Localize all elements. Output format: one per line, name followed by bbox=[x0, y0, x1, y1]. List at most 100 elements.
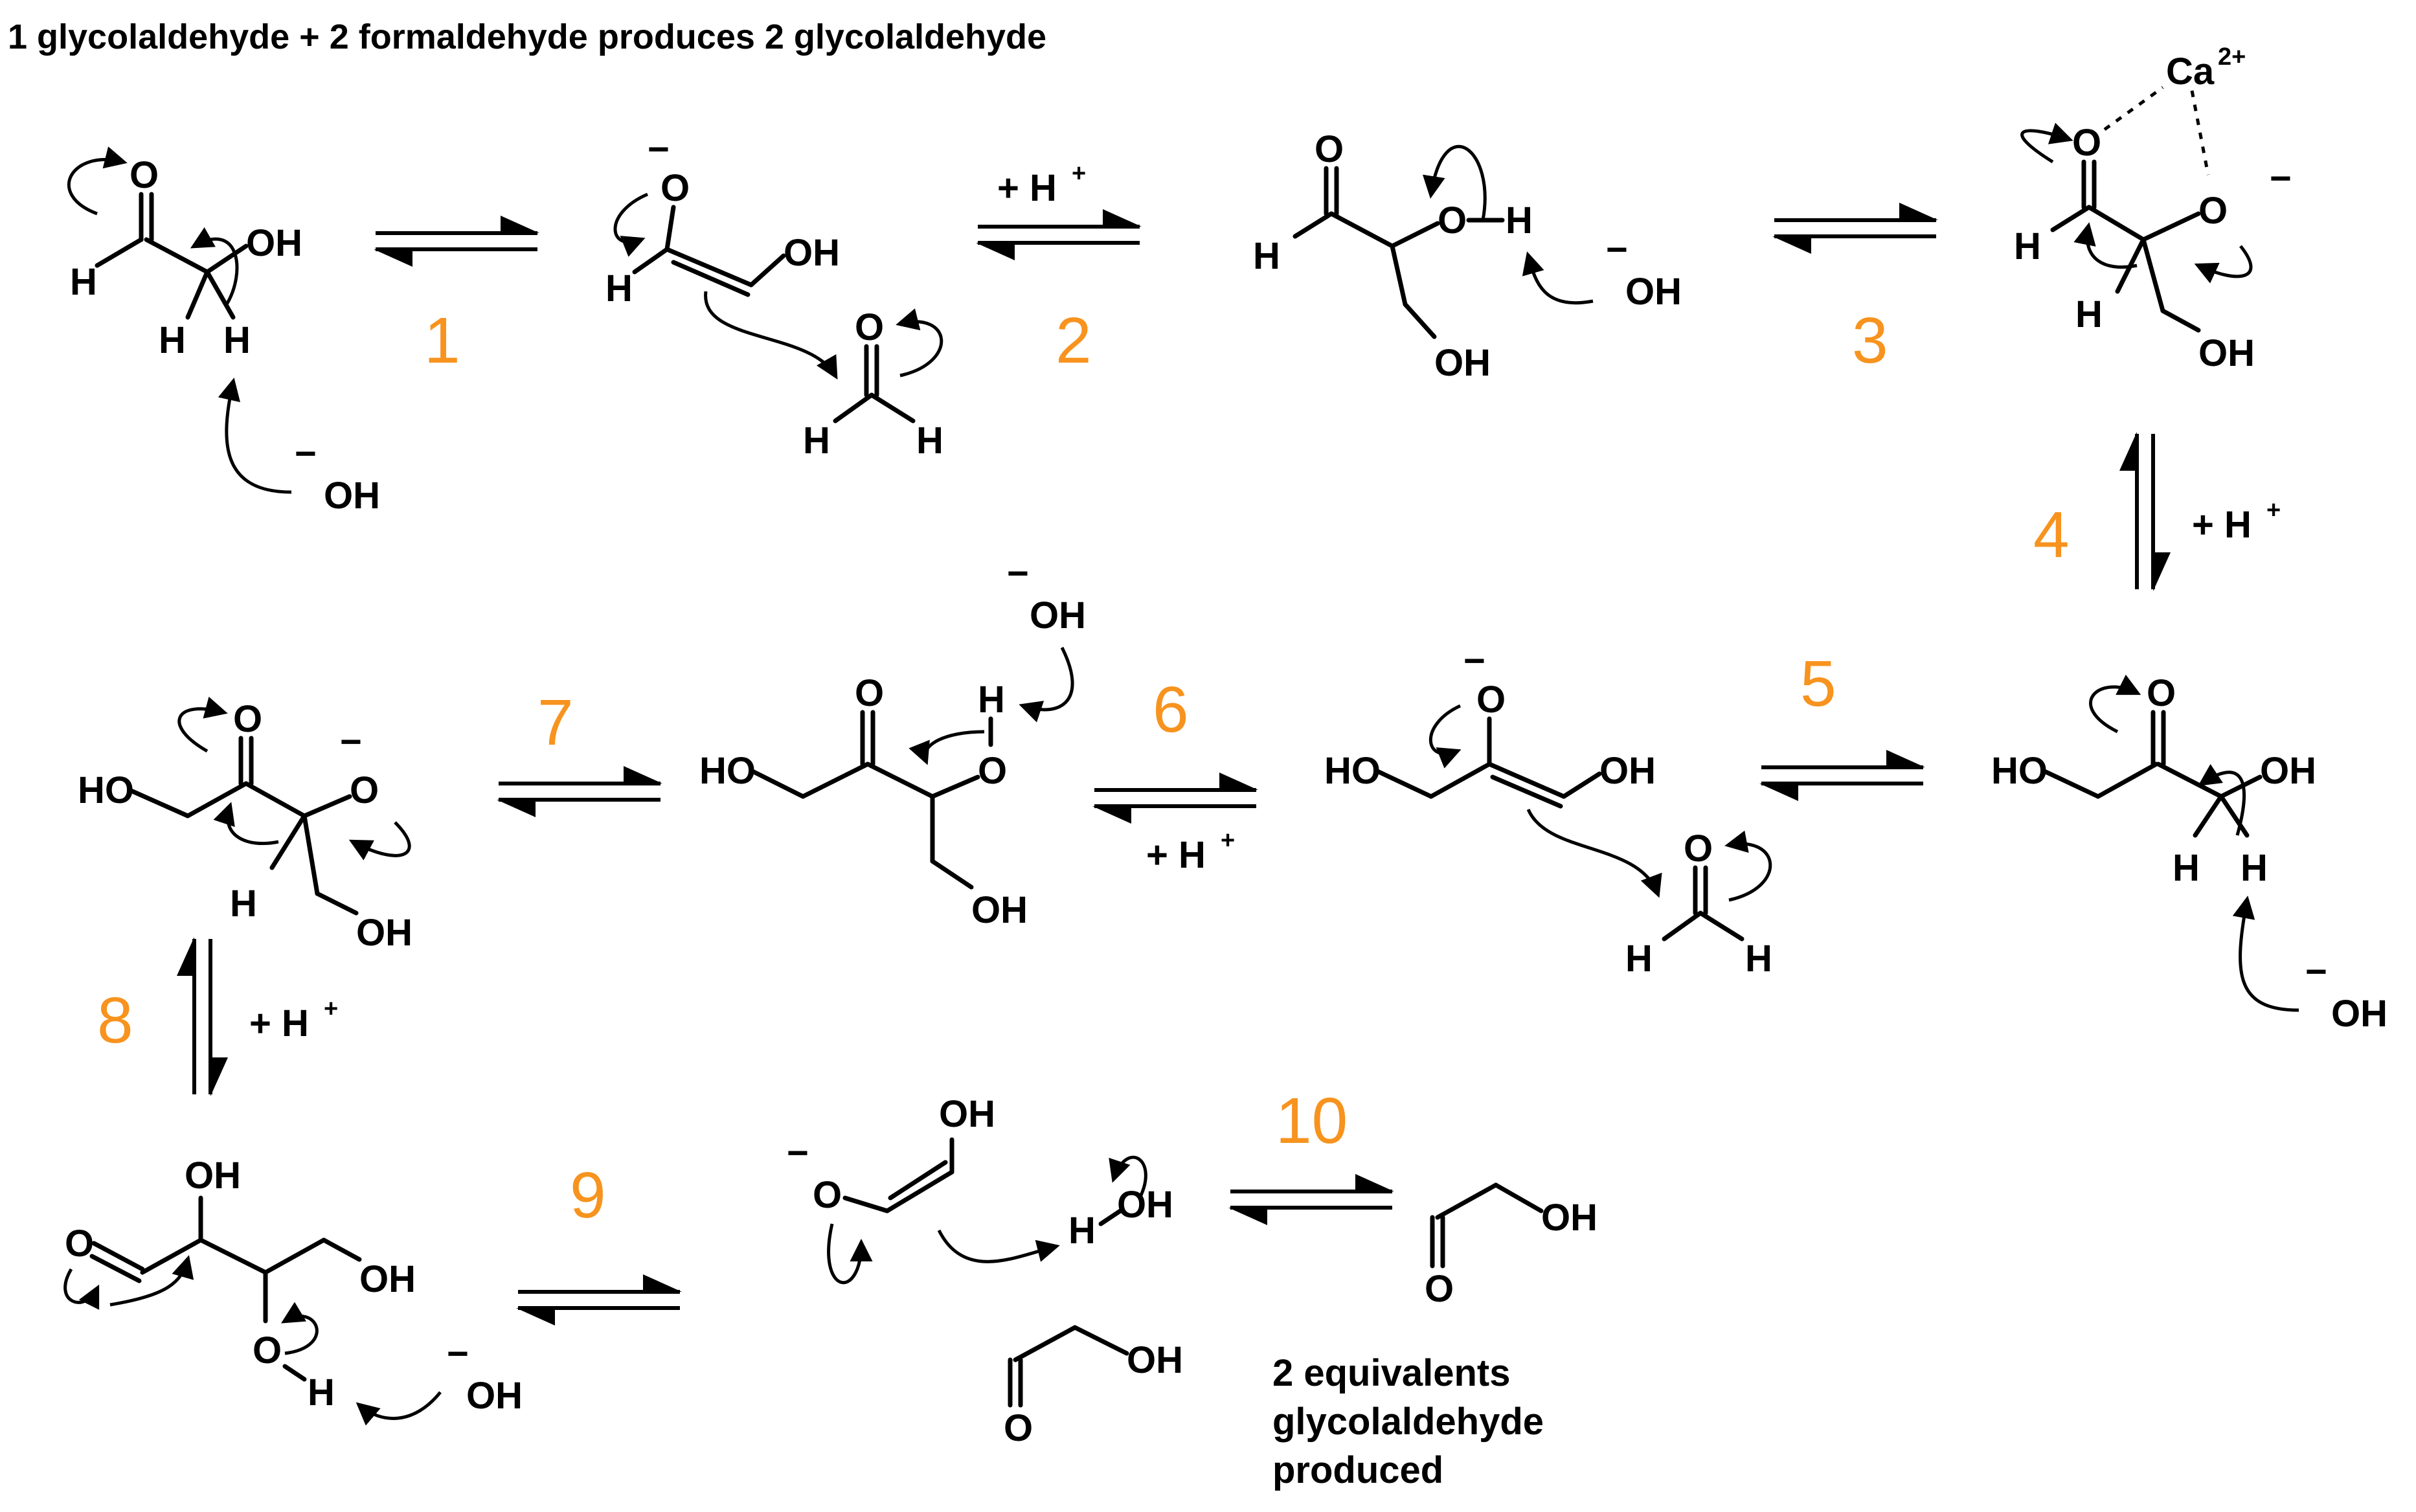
charge-minus: − bbox=[2270, 157, 2292, 199]
charge-minus: − bbox=[1606, 229, 1628, 271]
curved-arrow-icon bbox=[1109, 1155, 1147, 1199]
curved-arrow-icon bbox=[2073, 222, 2138, 269]
curved-arrow-icon bbox=[2198, 763, 2246, 836]
equilibrium-arrow-icon bbox=[1228, 1174, 1394, 1225]
note-line-1: 2 equivalents bbox=[1272, 1352, 1510, 1394]
hydroxide-OH: OH bbox=[1625, 271, 1682, 313]
atom-O: O bbox=[1438, 199, 1467, 242]
curved-arrow-icon bbox=[704, 291, 838, 380]
calcium-charge: 2+ bbox=[2218, 43, 2246, 71]
atom-OH: OH bbox=[359, 1258, 416, 1300]
curved-arrow-icon bbox=[63, 1268, 100, 1310]
equilibrium-arrow-icon bbox=[976, 209, 1142, 260]
atom-H: H bbox=[803, 420, 830, 462]
step-number-5: 5 bbox=[1800, 648, 1836, 720]
curved-arrow-icon bbox=[177, 696, 228, 753]
curved-arrow-icon bbox=[2194, 245, 2253, 284]
note-line-2: glycolaldehyde bbox=[1272, 1401, 1544, 1443]
atom-O: O bbox=[2147, 672, 2176, 714]
atom-O: O bbox=[1004, 1407, 1033, 1449]
note-line-3: produced bbox=[1272, 1449, 1443, 1491]
atom-H: H bbox=[2075, 293, 2103, 335]
hydroxide-OH: OH bbox=[324, 475, 380, 517]
atom-OH: OH bbox=[2198, 332, 2255, 374]
atom-Ca: Ca bbox=[2166, 51, 2215, 93]
charge-minus: − bbox=[2305, 951, 2327, 993]
atom-H: H bbox=[308, 1371, 335, 1414]
atom-O: O bbox=[660, 167, 690, 209]
hydroxide-OH: OH bbox=[466, 1375, 523, 1417]
molecule-glycolaldehyde-product: O OH bbox=[1425, 1182, 1597, 1310]
curved-arrow-icon bbox=[1422, 144, 1487, 221]
curved-arrow-icon bbox=[937, 1229, 1060, 1263]
superscript-plus: + bbox=[324, 995, 338, 1022]
curved-arrow-icon bbox=[827, 1223, 873, 1285]
atom-HO: HO bbox=[78, 769, 134, 811]
atom-OH: OH bbox=[1541, 1197, 1597, 1239]
equilibrium-arrow-icon bbox=[177, 937, 228, 1096]
atom-OH: OH bbox=[185, 1155, 241, 1197]
molecule-triose-ketone: OH − HO O O H OH bbox=[699, 552, 1086, 931]
page-title: 1 glycolaldehyde + 2 formaldehyde produc… bbox=[8, 17, 1046, 56]
atom-O: O bbox=[2072, 122, 2101, 164]
atom-OH: OH bbox=[971, 889, 1028, 931]
atom-O: O bbox=[233, 698, 262, 740]
step-number-6: 6 bbox=[1153, 673, 1189, 746]
atom-O: O bbox=[350, 769, 379, 811]
equilibrium-arrow-icon bbox=[2119, 432, 2171, 591]
atom-OH: OH bbox=[356, 912, 412, 954]
step-number-3: 3 bbox=[1852, 304, 1888, 377]
equilibrium-arrow-icon bbox=[1772, 203, 1938, 254]
charge-minus: − bbox=[295, 433, 317, 475]
atom-O: O bbox=[1315, 128, 1344, 170]
step-number-9: 9 bbox=[570, 1159, 606, 1232]
equilibrium-arrow-icon bbox=[1092, 773, 1258, 824]
step-number-8: 8 bbox=[97, 984, 133, 1057]
atom-H: H bbox=[1506, 199, 1533, 242]
hydroxide-OH: OH bbox=[2331, 993, 2388, 1035]
superscript-plus: + bbox=[1221, 827, 1235, 854]
hydroxide-OH: OH bbox=[1030, 594, 1086, 637]
step-number-10: 10 bbox=[1276, 1085, 1348, 1157]
atom-OH: OH bbox=[1599, 750, 1656, 792]
molecule-enolate-final: OH O − H O H O OH bbox=[787, 1093, 1183, 1449]
atom-HO: HO bbox=[699, 750, 756, 792]
curved-arrow-icon bbox=[213, 802, 279, 846]
equilibrium-arrow-icon bbox=[497, 766, 662, 817]
curved-arrow-icon bbox=[1526, 809, 1662, 898]
atom-H: H bbox=[2014, 225, 2041, 267]
atom-O: O bbox=[813, 1174, 842, 1216]
atom-H: H bbox=[70, 261, 97, 303]
atom-O: O bbox=[855, 306, 884, 348]
superscript-plus: + bbox=[1072, 160, 1086, 187]
step-number-1: 1 bbox=[424, 304, 460, 377]
curved-arrow-icon bbox=[1019, 646, 1074, 723]
atom-H: H bbox=[1253, 235, 1280, 277]
molecule-calcium-chelate: Ca 2+ O H O − H OH bbox=[2014, 43, 2292, 374]
atom-O: O bbox=[65, 1223, 94, 1265]
charge-minus: − bbox=[787, 1132, 809, 1174]
curved-arrow-icon bbox=[1522, 251, 1594, 305]
superscript-plus: + bbox=[2266, 497, 2281, 524]
atom-OH: OH bbox=[939, 1093, 995, 1135]
curved-arrow-icon bbox=[2089, 674, 2141, 734]
curved-arrow-icon bbox=[896, 308, 943, 378]
atom-O: O bbox=[1425, 1268, 1454, 1310]
atom-HO: HO bbox=[1991, 750, 2048, 792]
atom-O: O bbox=[2198, 190, 2228, 232]
atom-HO: HO bbox=[1324, 750, 1381, 792]
molecule-enediolate: O − HO OH O H H bbox=[1324, 640, 1772, 980]
atom-H: H bbox=[2173, 847, 2200, 889]
curved-arrow-icon bbox=[67, 146, 128, 216]
curved-arrow-icon bbox=[218, 378, 292, 494]
step-number-4: 4 bbox=[2033, 499, 2070, 571]
atom-H: H bbox=[230, 883, 257, 925]
atom-O: O bbox=[978, 750, 1007, 792]
charge-minus: − bbox=[447, 1333, 469, 1375]
atom-H: H bbox=[1146, 1184, 1173, 1226]
step-number-7: 7 bbox=[537, 686, 574, 759]
equilibrium-arrow-icon bbox=[1759, 750, 1925, 801]
atom-H: H bbox=[978, 679, 1005, 721]
curved-arrow-icon bbox=[613, 192, 648, 257]
